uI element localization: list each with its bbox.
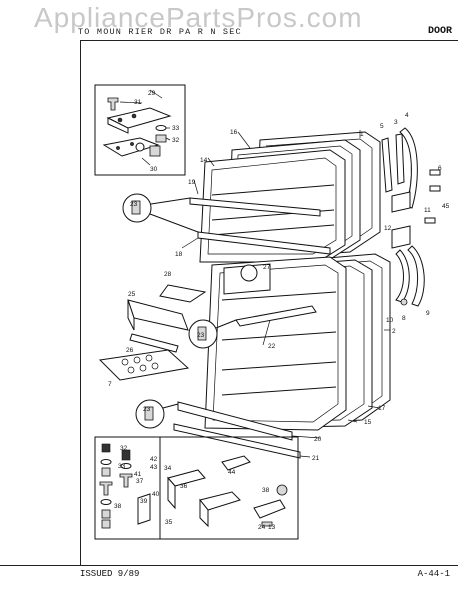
callout-36: 36 <box>180 483 188 490</box>
page-footer: ISSUED 9/89 A-44-1 <box>0 565 458 579</box>
callout-2: 2 <box>392 328 396 335</box>
callout-numbers: 1 2 3 4 5 6 7 8 9 10 11 12 13 14 15 16 1… <box>108 90 450 531</box>
callout-13: 13 <box>268 524 276 531</box>
callout-31: 31 <box>134 99 142 106</box>
callout-33-top: 33 <box>172 125 180 132</box>
page-header: AppliancePartsPros.com TO MOUN RIER DR P… <box>0 0 458 46</box>
callout-42: 42 <box>150 456 158 463</box>
callout-12: 12 <box>384 225 392 232</box>
section-label: DOOR <box>427 26 452 37</box>
page-number: A-44-1 <box>417 569 450 579</box>
callout-5: 5 <box>380 123 384 130</box>
callout-15: 15 <box>364 419 372 426</box>
callout-6: 6 <box>438 165 442 172</box>
leader-lines <box>119 101 390 458</box>
callout-18: 18 <box>175 251 183 258</box>
callout-14: 14 <box>200 157 208 164</box>
callout-1: 1 <box>360 131 364 138</box>
callout-25: 25 <box>128 291 136 298</box>
callout-21: 21 <box>312 455 320 462</box>
callout-19: 19 <box>188 179 196 186</box>
callout-23-top: 23 <box>130 201 138 208</box>
callout-35: 35 <box>165 519 173 526</box>
inset-top-hinge <box>94 84 186 176</box>
callout-22: 22 <box>268 343 276 350</box>
callout-4: 4 <box>405 112 409 119</box>
callout-45: 45 <box>442 203 450 210</box>
callout-23-bottom: 23 <box>143 406 151 413</box>
callout-28: 28 <box>164 271 172 278</box>
callout-38-right: 38 <box>262 487 270 494</box>
callout-26: 26 <box>126 347 134 354</box>
callout-40: 40 <box>152 491 160 498</box>
detail-circles <box>122 193 258 429</box>
callout-8: 8 <box>402 315 406 322</box>
callout-3: 3 <box>394 119 398 126</box>
callout-23-middle: 23 <box>197 332 205 339</box>
callout-32-top: 32 <box>172 137 180 144</box>
callout-9: 9 <box>426 310 430 317</box>
callout-38-inset: 38 <box>114 503 122 510</box>
fresh-food-door <box>173 253 391 459</box>
diagram-frame <box>80 40 458 565</box>
callout-27: 27 <box>263 264 271 271</box>
callout-16: 16 <box>230 129 238 136</box>
callout-41: 41 <box>134 471 142 478</box>
handle-parts <box>381 127 441 307</box>
callout-24: 24 <box>258 524 266 531</box>
watermark: AppliancePartsPros.com <box>34 2 363 33</box>
callout-37: 37 <box>136 478 144 485</box>
left-parts <box>98 284 207 381</box>
callout-29: 29 <box>148 90 156 97</box>
callout-10: 10 <box>386 317 394 324</box>
issued-date: ISSUED 9/89 <box>80 569 140 579</box>
callout-7: 7 <box>108 381 112 388</box>
callout-43: 43 <box>150 464 158 471</box>
freezer-door <box>189 131 381 263</box>
callout-33-bottom: 33 <box>118 463 126 470</box>
callout-32-bottom: 32 <box>120 445 128 452</box>
callout-17: 17 <box>378 405 386 412</box>
callout-34: 34 <box>164 465 172 472</box>
callout-30: 30 <box>150 166 158 173</box>
page-title: TO MOUN RIER DR PA R N SEC <box>78 27 242 37</box>
callout-20: 20 <box>314 436 322 443</box>
callout-39: 39 <box>140 498 148 505</box>
inset-bottom-hinge <box>94 436 299 540</box>
callout-44: 44 <box>228 469 236 476</box>
callout-11: 11 <box>424 207 431 214</box>
